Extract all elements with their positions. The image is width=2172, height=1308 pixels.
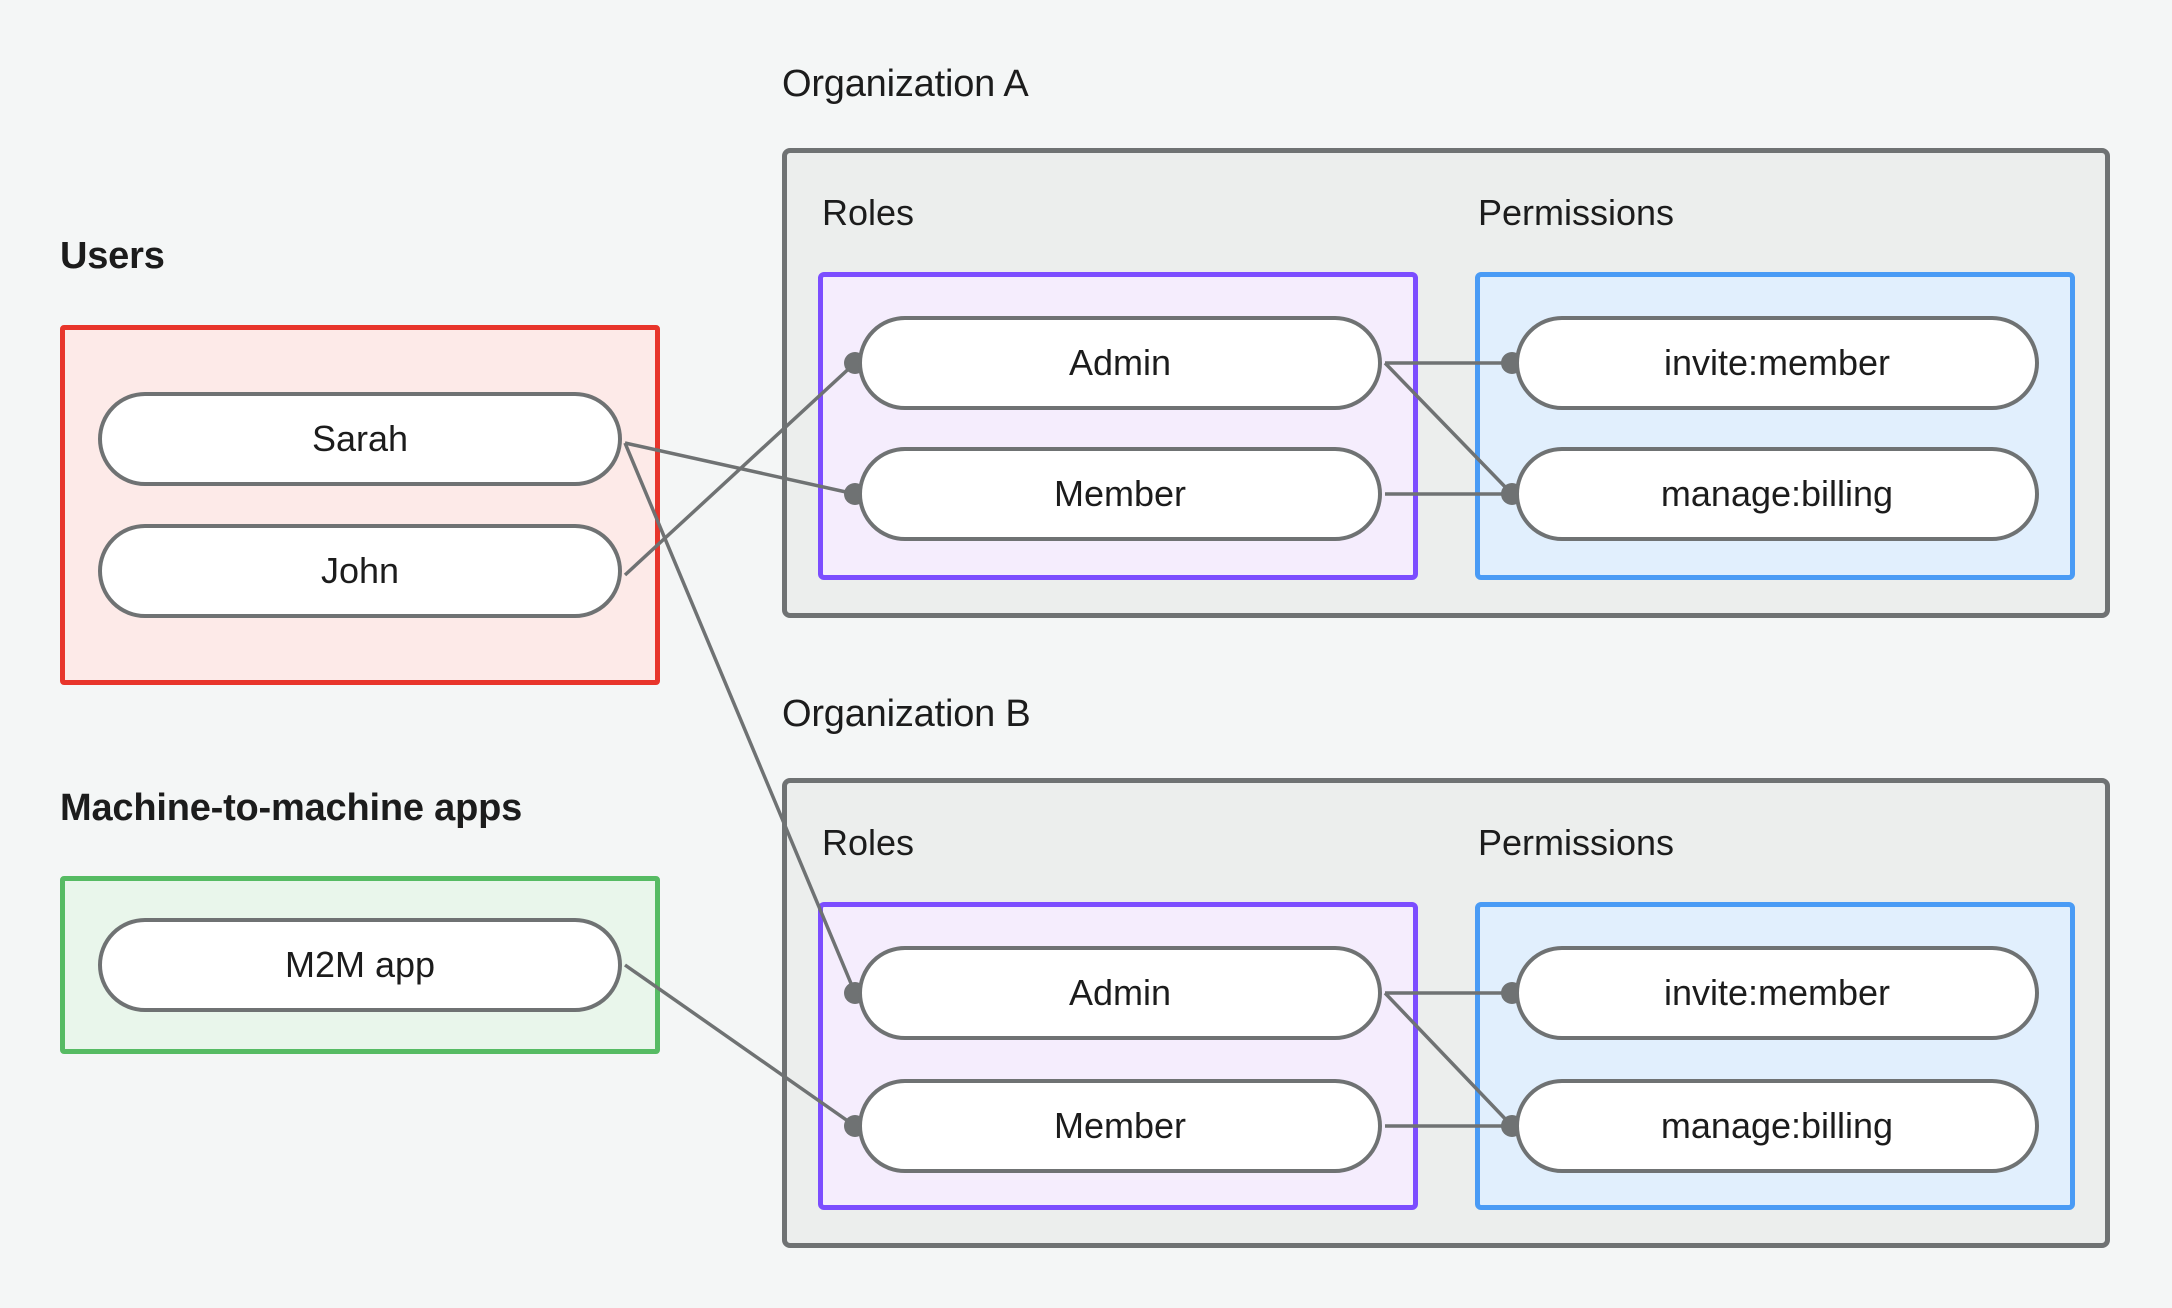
node-m2m-app[interactable]: M2M app — [98, 918, 622, 1012]
organization-a-roles-title: Roles — [822, 192, 915, 233]
organization-b-roles-title: Roles — [822, 822, 915, 863]
node-orgB-role-admin[interactable]: Admin — [858, 946, 1382, 1040]
node-orgB-permission-invite-member[interactable]: invite:member — [1515, 946, 2039, 1040]
organization-b-permissions-title: Permissions — [1478, 822, 1675, 863]
node-orgA-role-member[interactable]: Member — [858, 447, 1382, 541]
users-container — [60, 325, 660, 685]
node-orgB-role-member[interactable]: Member — [858, 1079, 1382, 1173]
organization-a-permissions-title: Permissions — [1478, 192, 1675, 233]
node-user-sarah[interactable]: Sarah — [98, 392, 622, 486]
node-orgA-role-admin[interactable]: Admin — [858, 316, 1382, 410]
node-orgA-permission-invite-member[interactable]: invite:member — [1515, 316, 2039, 410]
node-orgA-permission-manage-billing[interactable]: manage:billing — [1515, 447, 2039, 541]
node-orgB-permission-manage-billing[interactable]: manage:billing — [1515, 1079, 2039, 1173]
m2m-group-title: Machine-to-machine apps — [60, 787, 523, 829]
organization-a-title: Organization A — [782, 63, 1029, 105]
organization-b-title: Organization B — [782, 693, 1031, 735]
users-group-title: Users — [60, 235, 165, 277]
node-user-john[interactable]: John — [98, 524, 622, 618]
